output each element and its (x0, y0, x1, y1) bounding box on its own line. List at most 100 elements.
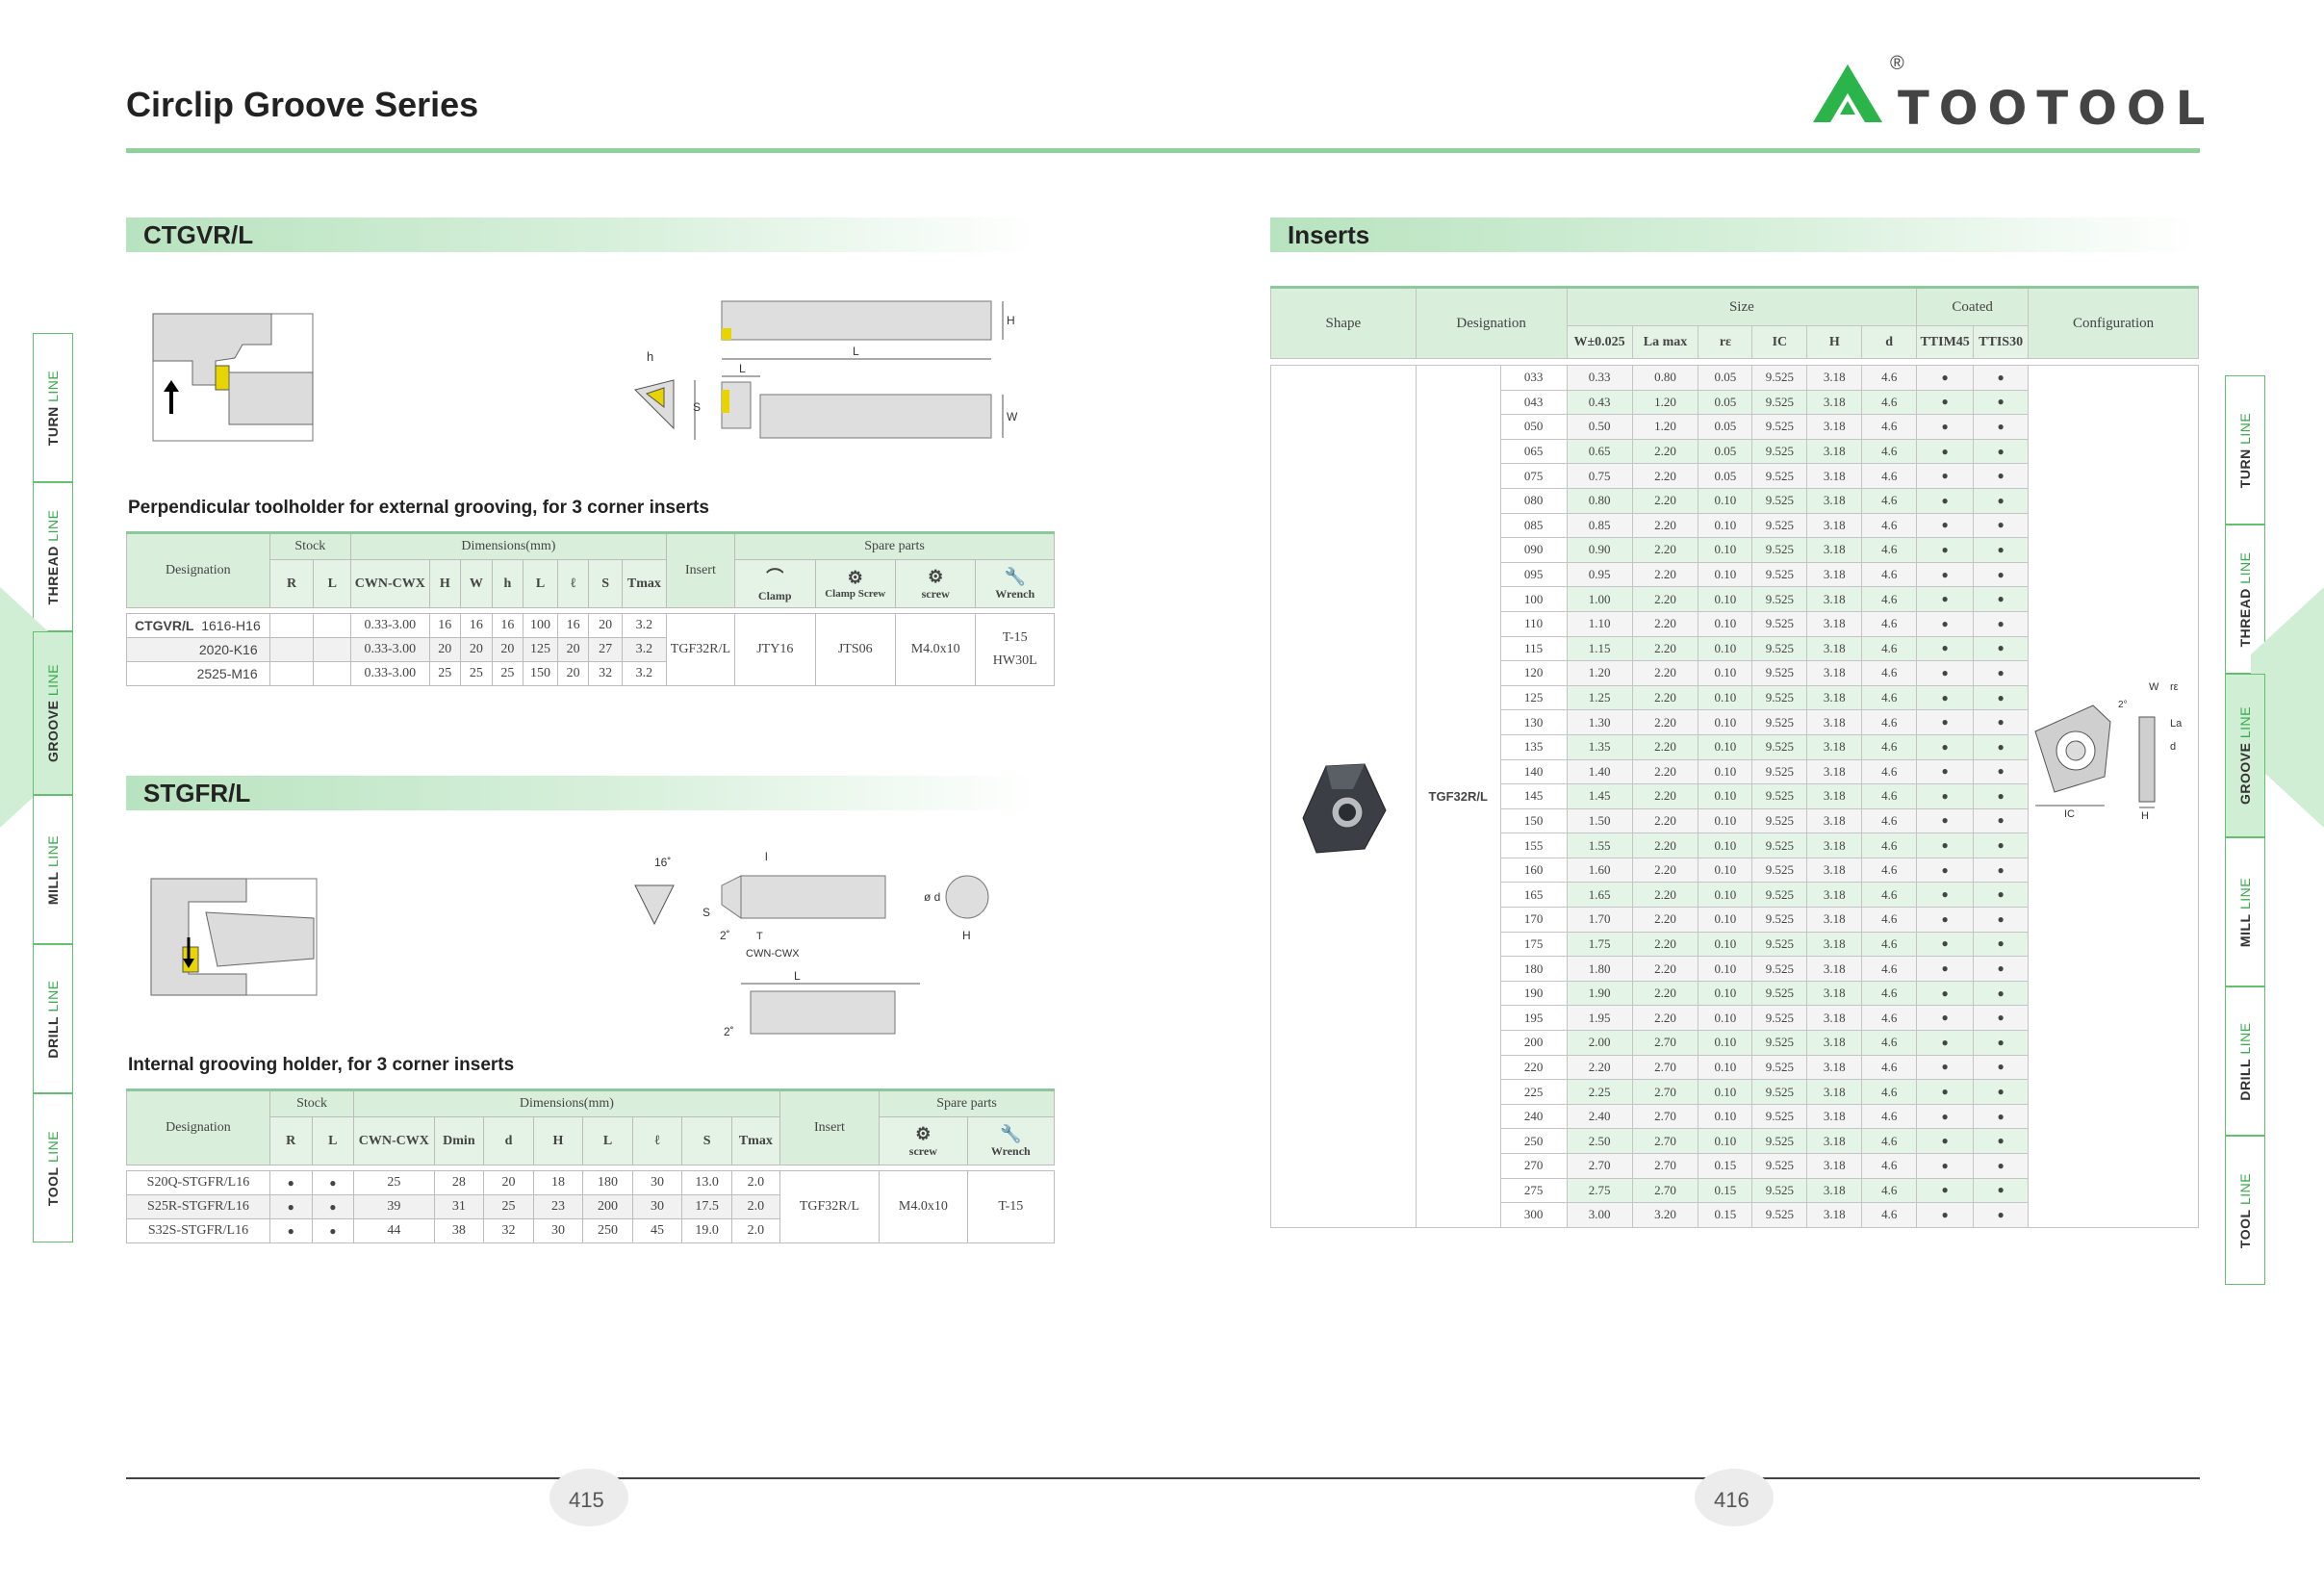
svg-text:S: S (702, 906, 710, 919)
brand-logo: ® TOOTOOL (1809, 53, 2205, 140)
page-number-right: 416 (1714, 1488, 1749, 1512)
section-stgf-title: STGFR/L (126, 776, 1040, 810)
svg-text:IC: IC (2064, 808, 2075, 820)
screw-icon: ⚙ (928, 566, 944, 586)
page-title: Circlip Groove Series (126, 85, 479, 124)
svg-text:2˚: 2˚ (724, 1025, 734, 1038)
active-tab-arrow-right (2251, 587, 2324, 828)
header-rule (126, 148, 2200, 153)
side-tab-thread[interactable]: THREAD LINE (33, 482, 73, 631)
insert-shape-image (1302, 763, 1387, 854)
side-tab-mill-right[interactable]: MILL LINE (2225, 837, 2265, 986)
wrench-icon: 🔧 (1000, 1123, 1022, 1143)
ctgv-holder-drawing: H L L W h S (634, 300, 1018, 440)
svg-text:L: L (794, 969, 801, 983)
svg-text:d: d (2170, 741, 2176, 753)
svg-text:W: W (1007, 410, 1018, 423)
clamp-icon: ⌒ (766, 568, 784, 587)
clamp-screw-icon: ⚙ (847, 568, 863, 587)
svg-text:S: S (693, 400, 701, 414)
side-tab-mill[interactable]: MILL LINE (33, 795, 73, 944)
inserts-table: Shape Designation Size Coated Configurat… (1270, 286, 2199, 1228)
logo-icon (1813, 64, 1882, 122)
page-number-badge-left (549, 1469, 628, 1526)
ctgv-subtitle: Perpendicular toolholder for external gr… (128, 498, 709, 518)
side-tab-drill-right[interactable]: DRILL LINE (2225, 986, 2265, 1136)
stgf-spec-table: Designation Stock Dimensions(mm) Insert … (126, 1089, 1056, 1243)
svg-text:ø d: ø d (924, 890, 940, 904)
side-tab-turn-right[interactable]: TURN LINE (2225, 375, 2265, 525)
footer-rule (126, 1477, 2200, 1479)
insert-designation: TGF32R/L (1415, 365, 1501, 1228)
col-spare-parts: Spare parts (734, 531, 1055, 560)
screw-icon: ⚙ (915, 1123, 932, 1143)
svg-text:CWN-CWX: CWN-CWX (746, 948, 800, 960)
wrench-icon: 🔧 (1004, 566, 1026, 586)
registered-mark: ® (1890, 53, 1904, 74)
col-dimensions: Dimensions(mm) (350, 531, 667, 560)
section-ctgv-title: CTGVR/L (126, 218, 1040, 252)
svg-text:L: L (739, 362, 746, 375)
stgf-holder-drawing: 16˚ l S 2˚ T CWN-CWX ø d H L 2˚ (634, 850, 989, 1038)
configuration-cell (2028, 365, 2199, 1228)
ctgv-application-diagram (152, 313, 314, 442)
svg-text:La: La (2170, 718, 2183, 730)
side-tab-tool[interactable]: TOOL LINE (33, 1093, 73, 1242)
page-number-left: 415 (569, 1488, 604, 1512)
side-tab-tool-right[interactable]: TOOL LINE (2225, 1136, 2265, 1285)
brand-name: TOOTOOL (1898, 82, 2215, 136)
svg-text:H: H (2141, 810, 2149, 822)
svg-text:l: l (765, 850, 768, 863)
col-designation: Designation (126, 531, 270, 608)
ctgv-spec-table: Designation Stock Dimensions(mm) Insert … (126, 531, 1055, 686)
stgf-subtitle: Internal grooving holder, for 3 corner i… (128, 1055, 515, 1075)
svg-text:H: H (962, 929, 971, 942)
col-stock: Stock (268, 531, 352, 560)
stgf-application-diagram (150, 878, 318, 996)
svg-text:rε: rε (2170, 681, 2179, 693)
svg-text:2˚: 2˚ (720, 929, 730, 942)
svg-text:W: W (2149, 681, 2159, 693)
svg-text:L: L (853, 345, 859, 358)
side-tab-drill[interactable]: DRILL LINE (33, 944, 73, 1093)
side-tab-groove-right[interactable]: GROOVE LINE (2225, 674, 2265, 837)
svg-text:T: T (756, 931, 763, 942)
col-insert: Insert (665, 531, 736, 608)
side-tab-turn[interactable]: TURN LINE (33, 333, 73, 482)
section-inserts-title: Inserts (1270, 218, 2200, 252)
svg-text:16˚: 16˚ (654, 856, 671, 869)
insert-configuration-diagram: IC W rε 2° La d H (2034, 681, 2183, 822)
svg-text:h: h (647, 349, 653, 364)
side-tab-groove[interactable]: GROOVE LINE (33, 631, 73, 795)
